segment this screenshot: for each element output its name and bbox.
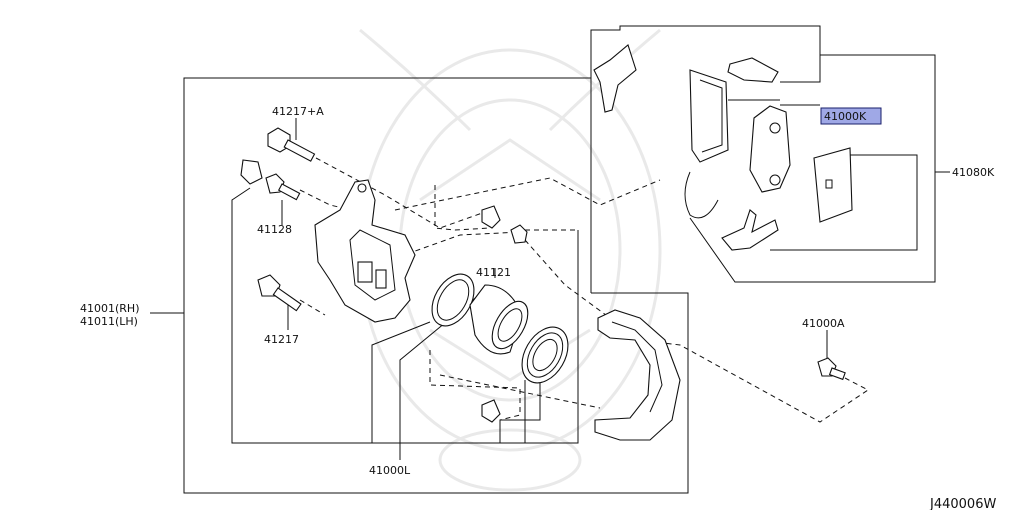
label-pad-set[interactable]: 41000K	[824, 110, 867, 123]
bushing	[510, 224, 528, 244]
piston	[469, 284, 529, 355]
label-caliper-rh: 41001(RH)	[80, 302, 140, 315]
label-hardware-kit: 41080K	[952, 166, 995, 179]
caliper-body	[314, 179, 416, 323]
piston-seal-ring	[431, 273, 475, 327]
pad-retainer-clip	[721, 209, 779, 251]
pad-group-outline	[590, 25, 821, 83]
assembly-line-8	[429, 350, 521, 421]
watermark-emblem	[358, 28, 662, 492]
assembly-line-10	[439, 374, 601, 409]
assembly-line-7	[524, 239, 869, 423]
label-pin: 41217	[264, 333, 299, 346]
pad-wear-clip	[727, 57, 779, 83]
bleeder-cap	[240, 159, 263, 185]
pin-boot-upper	[481, 205, 501, 229]
label-caliper-lh: 41011(LH)	[80, 315, 138, 328]
pin-boot-lower	[481, 399, 501, 423]
assembly-line-5	[299, 299, 326, 316]
label-pin-a: 41217+A	[272, 105, 324, 118]
label-repair-kit: 41000L	[369, 464, 411, 477]
pad-spring	[684, 171, 719, 219]
assembly-line-4	[389, 231, 521, 261]
guide-pin-upper	[267, 127, 316, 162]
caliper-support-bracket	[594, 309, 681, 441]
caliper-group-bracket	[231, 187, 579, 444]
repair-kit-bracket-3	[499, 370, 541, 443]
label-bolt: 41000A	[802, 317, 845, 330]
label-bleeder: 41128	[257, 223, 292, 236]
hardware-frame-top	[689, 54, 936, 283]
anti-squeal-shim-left	[593, 44, 637, 113]
highlight-box	[820, 107, 882, 125]
caliper-group-frame	[183, 77, 689, 494]
repair-kit-bracket	[371, 321, 431, 443]
diagram-id: J440006W	[929, 497, 996, 510]
label-seal-kit: 41121	[476, 266, 511, 279]
pad-outer	[689, 69, 729, 163]
piston-boot	[521, 326, 569, 384]
bleeder-screw	[265, 173, 301, 201]
shim-plate	[813, 147, 853, 223]
pad-inner	[749, 105, 791, 193]
assembly-line-6	[434, 185, 491, 231]
hardware-frame-mid	[770, 154, 918, 251]
assembly-line-1	[315, 157, 486, 229]
mounting-bolt	[817, 357, 846, 381]
guide-pin-lower	[257, 274, 302, 312]
assembly-line-3	[394, 177, 661, 211]
